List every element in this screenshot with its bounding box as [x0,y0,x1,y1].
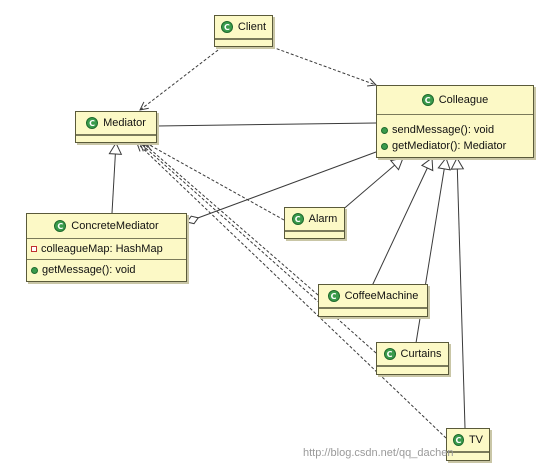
class-icon: C [54,220,67,232]
alarm-inheritance [339,157,404,213]
class-name: Curtains [400,348,442,360]
coffee-machine-inheritance [371,157,434,287]
field-row: colleagueMap: HashMap [27,241,186,257]
watermark: http://blog.csdn.net/qq_dachen [303,447,454,459]
public-method-icon [381,142,388,150]
mediator-colleague-association [156,122,377,127]
curtains-class[interactable]: C Curtains [376,342,449,375]
class-name: Mediator [103,117,146,129]
class-separator [285,231,344,237]
concrete-mediator-inheritance [108,141,123,214]
class-name: Colleague [438,94,489,106]
public-method-icon [31,266,38,274]
tv-class[interactable]: C TV [446,428,490,461]
class-separator [76,135,156,141]
class-name: ConcreteMediator [71,220,159,232]
method-signature: sendMessage(): void [392,124,495,136]
class-icon: C [421,94,434,106]
method-row: getMessage(): void [27,262,186,278]
method-signature: getMessage(): void [42,264,136,276]
client-to-mediator-dependency [140,46,223,110]
class-separator [215,39,272,45]
class-icon: C [383,348,396,360]
class-name: Alarm [308,213,338,225]
concrete-mediator-class[interactable]: C ConcreteMediator colleagueMap: HashMap… [26,213,187,282]
alarm-class[interactable]: C Alarm [284,207,345,239]
method-row: getMediator(): Mediator [377,138,533,154]
class-name: TV [468,434,483,446]
mediator-class[interactable]: C Mediator [75,111,157,143]
class-icon: C [86,117,99,129]
curtains-to-mediator-dependency [140,143,377,354]
class-icon: C [327,290,340,302]
colleague-class[interactable]: C Colleague sendMessage(): void getMedia… [376,85,534,158]
method-signature: getMediator(): Mediator [392,140,507,152]
class-icon: C [221,21,233,33]
field-signature: colleagueMap: HashMap [41,243,163,255]
class-name: CoffeeMachine [344,290,419,302]
alarm-to-mediator-dependency [146,143,285,221]
coffee-machine-to-mediator-dependency [143,143,319,296]
tv-inheritance [450,156,466,429]
class-icon: C [453,434,464,446]
coffee-machine-class[interactable]: C CoffeeMachine [318,284,428,317]
class-icon: C [291,213,304,225]
client-to-colleague-dependency [271,46,376,85]
concrete-mediator-aggregation [186,151,377,225]
class-separator [447,452,489,458]
private-field-icon [31,246,37,252]
class-name: Client [237,21,266,33]
client-class[interactable]: C Client [214,15,273,47]
public-method-icon [381,126,388,134]
tv-to-mediator-dependency [137,143,447,439]
method-row: sendMessage(): void [377,122,533,138]
class-separator [377,366,448,372]
class-separator [319,308,427,314]
